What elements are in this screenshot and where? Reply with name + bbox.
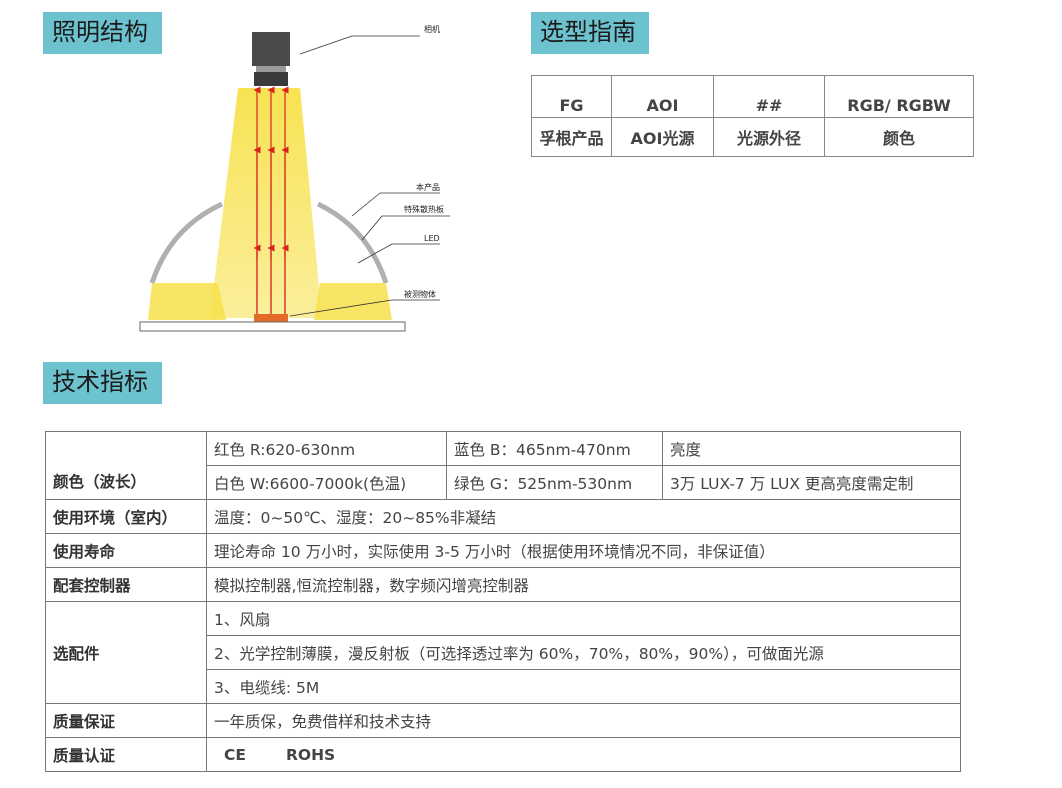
spec-label-cert: 质量认证 xyxy=(45,737,207,772)
table-row: 2、光学控制薄膜，漫反射板（可选择透过率为 60%，70%，80%，90%），可… xyxy=(46,635,961,670)
guide-header-cell: AOI xyxy=(611,75,714,118)
leader-line-heatsink xyxy=(361,215,383,241)
camera-lens xyxy=(256,66,286,72)
spec-brightness-value: 3万 LUX-7 万 LUX 更高亮度需定制 xyxy=(662,465,961,500)
guide-header-cell: ## xyxy=(713,75,825,118)
spec-label-env: 使用环境（室内） xyxy=(45,499,207,534)
spec-white: 白色 W:6600-7000k(色温) xyxy=(206,465,447,500)
table-row: 使用寿命 理论寿命 10 万小时，实际使用 3-5 万小时（根据使用环境情况不同… xyxy=(45,533,961,568)
table-row: 配套控制器 模拟控制器,恒流控制器，数字频闪增亮控制器 xyxy=(45,567,961,602)
cert-rohs: ROHS xyxy=(285,745,336,764)
base-plate xyxy=(139,321,406,332)
leader-line-camera xyxy=(299,35,353,55)
spec-label-warranty: 质量保证 xyxy=(45,703,207,738)
inspected-object xyxy=(254,314,288,322)
table-row: 白色 W:6600-7000k(色温) 绿色 G：525nm-530nm 3万 … xyxy=(46,465,961,500)
label-heatsink: 特殊散热板 xyxy=(404,204,444,214)
spec-label-controller: 配套控制器 xyxy=(45,567,207,602)
label-object: 被测物体 xyxy=(404,289,436,299)
leader-line-led xyxy=(357,243,393,264)
ring-light-right-arc xyxy=(316,201,389,284)
spec-controller-value: 模拟控制器,恒流控制器，数字频闪增亮控制器 xyxy=(206,567,961,602)
table-row: 质量保证 一年质保，免费借样和技术支持 xyxy=(45,703,961,738)
cert-ce: CE xyxy=(224,745,246,764)
led-glow-left xyxy=(148,283,226,320)
label-led: LED xyxy=(424,234,440,243)
spec-brightness-label: 亮度 xyxy=(662,431,961,466)
spec-warranty-value: 一年质保，免费借样和技术支持 xyxy=(206,703,961,738)
spec-label-color: 颜色（波长） xyxy=(45,431,207,500)
leader-line-object xyxy=(289,299,393,317)
tech-specs-title: 技术指标 xyxy=(43,362,162,404)
selection-guide-title: 选型指南 xyxy=(531,12,649,54)
guide-header-cell: RGB/ RGBW xyxy=(824,75,974,118)
ring-light-left-arc xyxy=(149,201,224,284)
guide-desc-cell: AOI光源 xyxy=(611,117,714,157)
spec-life-value: 理论寿命 10 万小时，实际使用 3-5 万小时（根据使用环境情况不同，非保证值… xyxy=(206,533,961,568)
spec-cert-value: CE ROHS xyxy=(206,737,961,772)
spec-option-3: 3、电缆线: 5M xyxy=(206,669,961,704)
spec-label-options: 选配件 xyxy=(45,601,207,704)
spec-option-1: 1、风扇 xyxy=(206,601,961,636)
spec-red: 红色 R:620-630nm xyxy=(206,431,447,466)
label-camera: 相机 xyxy=(424,24,440,34)
guide-header-cell: FG xyxy=(531,75,612,118)
tech-specs-table: 颜色（波长） 红色 R:620-630nm 蓝色 B：465nm-470nm 亮… xyxy=(45,431,961,772)
lighting-structure-diagram: 相机 本产品 特殊散热板 LED 被测物体 xyxy=(139,24,450,332)
light-beam xyxy=(210,88,322,318)
label-product: 本产品 xyxy=(416,182,440,192)
table-row: 质量认证 CE ROHS xyxy=(45,737,961,772)
guide-desc-cell: 颜色 xyxy=(824,117,974,157)
spec-blue: 蓝色 B：465nm-470nm xyxy=(446,431,663,466)
spec-green: 绿色 G：525nm-530nm xyxy=(446,465,663,500)
camera-body xyxy=(252,32,290,66)
led-glow-right xyxy=(314,283,392,320)
selection-guide-table: FG AOI ## RGB/ RGBW 孚根产品 AOI光源 光源外径 颜色 xyxy=(531,75,974,157)
table-row: 选配件 1、风扇 xyxy=(45,601,961,704)
guide-desc-cell: 孚根产品 xyxy=(531,117,612,157)
spec-env-value: 温度：0~50℃、湿度：20~85%非凝结 xyxy=(206,499,961,534)
table-row: 使用环境（室内） 温度：0~50℃、湿度：20~85%非凝结 xyxy=(45,499,961,534)
lighting-structure-title: 照明结构 xyxy=(43,12,162,54)
guide-desc-cell: 光源外径 xyxy=(713,117,825,157)
spec-label-life: 使用寿命 xyxy=(45,533,207,568)
camera-mount xyxy=(254,72,288,86)
leader-line-product xyxy=(351,192,381,217)
spec-option-2: 2、光学控制薄膜，漫反射板（可选择透过率为 60%，70%，80%，90%），可… xyxy=(206,635,961,670)
table-row: 颜色（波长） 红色 R:620-630nm 蓝色 B：465nm-470nm 亮… xyxy=(45,431,961,500)
